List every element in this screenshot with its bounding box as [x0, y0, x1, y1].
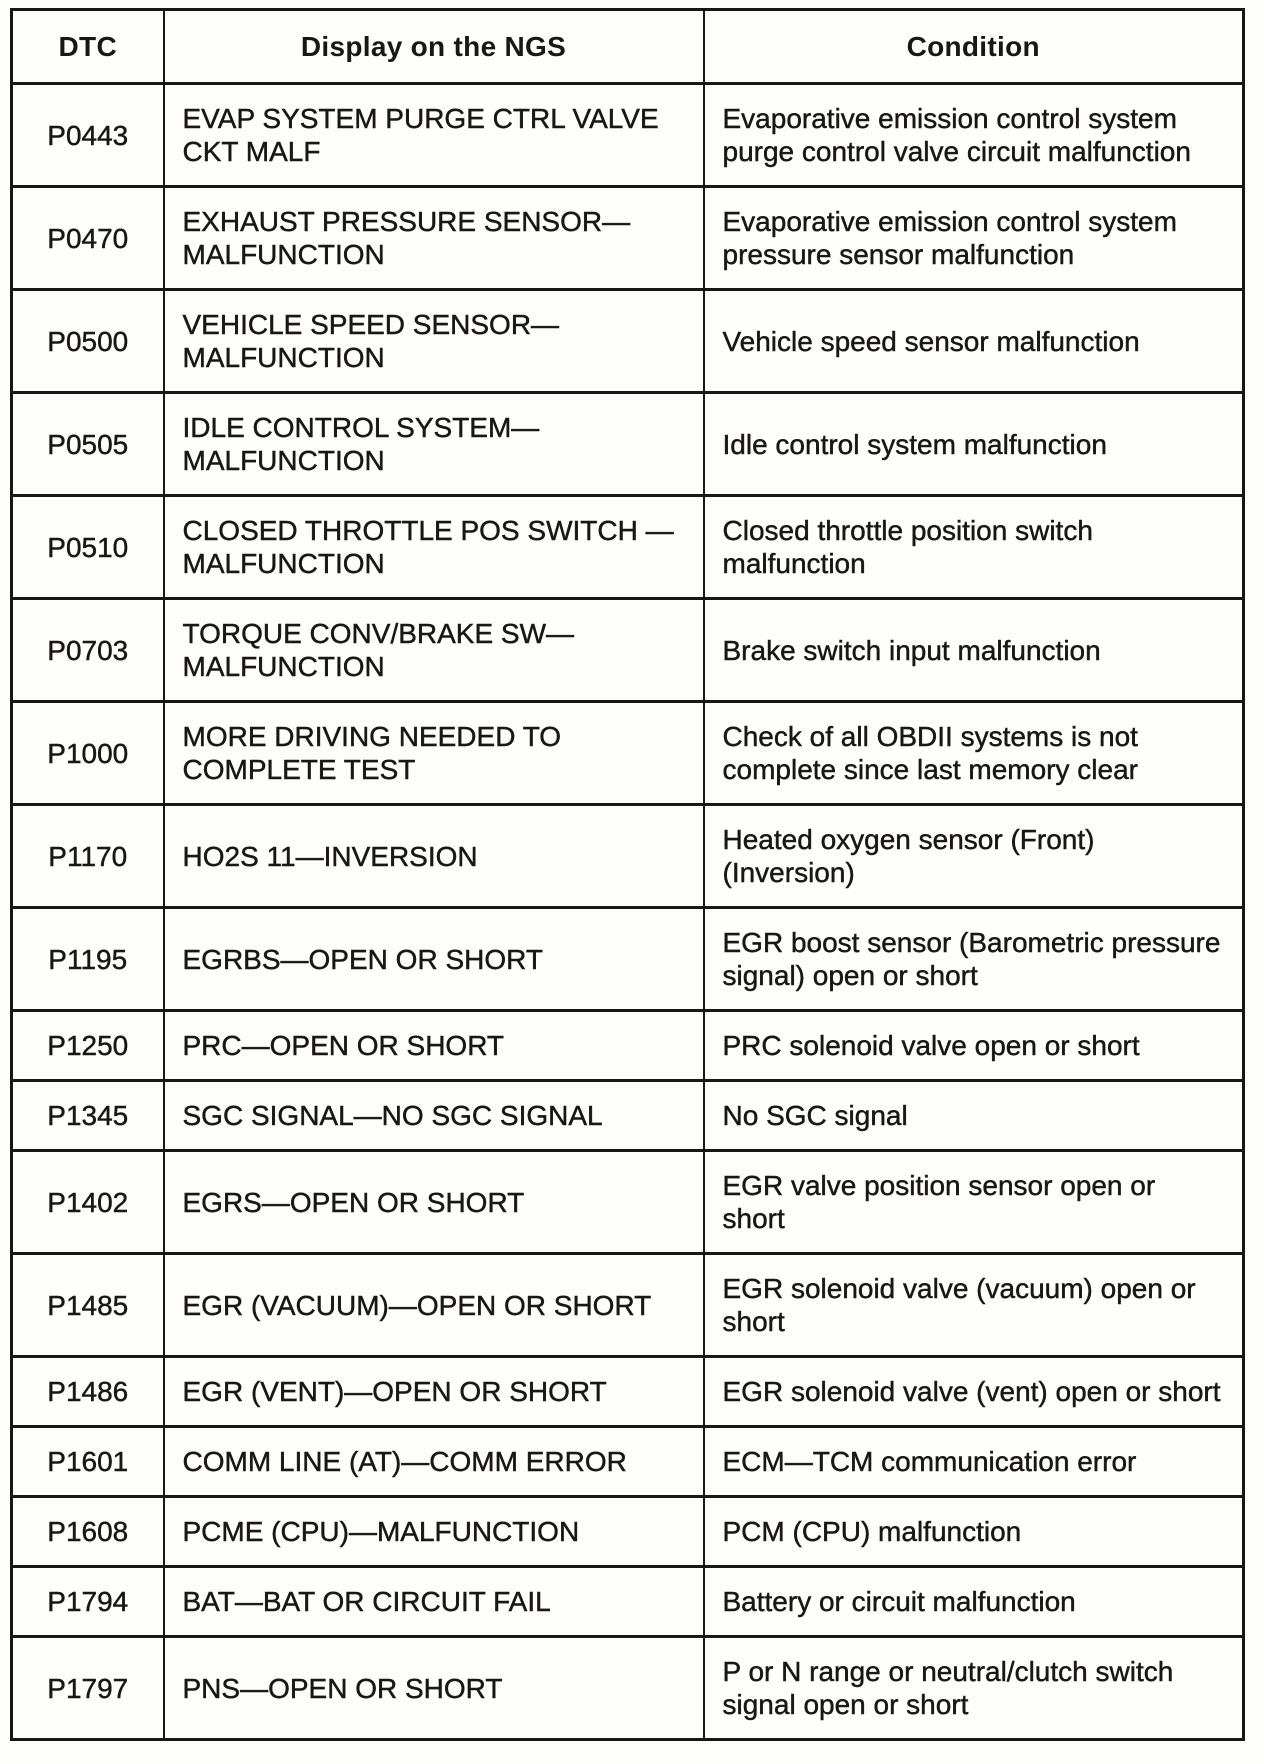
condition-cell: EGR boost sensor (Barometric pressure si… [702, 906, 1245, 1012]
condition-cell: P or N range or neutral/clutch switch si… [702, 1635, 1245, 1741]
dtc-cell: P1601 [10, 1425, 165, 1498]
condition-cell: EGR valve position sensor open or short [702, 1149, 1245, 1255]
table-row: P0703 TORQUE CONV/BRAKE SW—MALFUNCTION B… [10, 597, 1245, 703]
condition-cell: No SGC signal [702, 1079, 1245, 1152]
table-row: P0505 IDLE CONTROL SYSTEM—MALFUNCTION Id… [10, 391, 1245, 497]
dtc-cell: P1195 [10, 906, 165, 1012]
display-cell: EGRS—OPEN OR SHORT [162, 1149, 705, 1255]
dtc-cell: P0443 [10, 82, 165, 188]
condition-cell: PCM (CPU) malfunction [702, 1495, 1245, 1568]
dtc-cell: P0510 [10, 494, 165, 600]
table-row: P0500 VEHICLE SPEED SENSOR—MALFUNCTION V… [10, 288, 1245, 394]
dtc-cell: P1402 [10, 1149, 165, 1255]
display-cell: IDLE CONTROL SYSTEM—MALFUNCTION [162, 391, 705, 497]
condition-cell: PRC solenoid valve open or short [702, 1009, 1245, 1082]
dtc-cell: P0500 [10, 288, 165, 394]
table-row: P1402 EGRS—OPEN OR SHORT EGR valve posit… [10, 1149, 1245, 1255]
table-row: P1608 PCME (CPU)—MALFUNCTION PCM (CPU) m… [10, 1495, 1245, 1568]
column-header-condition: Condition [702, 8, 1245, 85]
table-header-row: DTC Display on the NGS Condition [10, 8, 1245, 85]
display-cell: PCME (CPU)—MALFUNCTION [162, 1495, 705, 1568]
table-row: P1486 EGR (VENT)—OPEN OR SHORT EGR solen… [10, 1355, 1245, 1428]
table-body: P0443 EVAP SYSTEM PURGE CTRL VALVE CKT M… [10, 82, 1245, 1741]
display-cell: HO2S 11—INVERSION [162, 803, 705, 909]
dtc-cell: P0470 [10, 185, 165, 291]
display-cell: COMM LINE (AT)—COMM ERROR [162, 1425, 705, 1498]
table-row: P1601 COMM LINE (AT)—COMM ERROR ECM—TCM … [10, 1425, 1245, 1498]
display-cell: EVAP SYSTEM PURGE CTRL VALVE CKT MALF [162, 82, 705, 188]
display-cell: MORE DRIVING NEEDED TO COMPLETE TEST [162, 700, 705, 806]
display-cell: BAT—BAT OR CIRCUIT FAIL [162, 1565, 705, 1638]
display-cell: EXHAUST PRESSURE SENSOR—MALFUNCTION [162, 185, 705, 291]
table-row: P1794 BAT—BAT OR CIRCUIT FAIL Battery or… [10, 1565, 1245, 1638]
condition-cell: EGR solenoid valve (vent) open or short [702, 1355, 1245, 1428]
dtc-cell: P0505 [10, 391, 165, 497]
condition-cell: Brake switch input malfunction [702, 597, 1245, 703]
table-row: P1250 PRC—OPEN OR SHORT PRC solenoid val… [10, 1009, 1245, 1082]
display-cell: CLOSED THROTTLE POS SWITCH —MALFUNCTION [162, 494, 705, 600]
table-row: P1170 HO2S 11—INVERSION Heated oxygen se… [10, 803, 1245, 909]
condition-cell: ECM—TCM communication error [702, 1425, 1245, 1498]
condition-cell: EGR solenoid valve (vacuum) open or shor… [702, 1252, 1245, 1358]
dtc-cell: P1797 [10, 1635, 165, 1741]
display-cell: PNS—OPEN OR SHORT [162, 1635, 705, 1741]
table-row: P1345 SGC SIGNAL—NO SGC SIGNAL No SGC si… [10, 1079, 1245, 1152]
condition-cell: Heated oxygen sensor (Front) (Inversion) [702, 803, 1245, 909]
dtc-table: DTC Display on the NGS Condition P0443 E… [10, 8, 1245, 1741]
condition-cell: Check of all OBDII systems is not comple… [702, 700, 1245, 806]
condition-cell: Evaporative emission control system purg… [702, 82, 1245, 188]
dtc-cell: P1250 [10, 1009, 165, 1082]
condition-cell: Closed throttle position switch malfunct… [702, 494, 1245, 600]
display-cell: VEHICLE SPEED SENSOR—MALFUNCTION [162, 288, 705, 394]
column-header-dtc: DTC [10, 8, 165, 85]
condition-cell: Battery or circuit malfunction [702, 1565, 1245, 1638]
column-header-display: Display on the NGS [162, 8, 705, 85]
display-cell: PRC—OPEN OR SHORT [162, 1009, 705, 1082]
condition-cell: Vehicle speed sensor malfunction [702, 288, 1245, 394]
display-cell: EGR (VENT)—OPEN OR SHORT [162, 1355, 705, 1428]
table-row: P1195 EGRBS—OPEN OR SHORT EGR boost sens… [10, 906, 1245, 1012]
table-row: P1797 PNS—OPEN OR SHORT P or N range or … [10, 1635, 1245, 1741]
display-cell: SGC SIGNAL—NO SGC SIGNAL [162, 1079, 705, 1152]
table-row: P1000 MORE DRIVING NEEDED TO COMPLETE TE… [10, 700, 1245, 806]
condition-cell: Idle control system malfunction [702, 391, 1245, 497]
dtc-cell: P1485 [10, 1252, 165, 1358]
table-row: P0510 CLOSED THROTTLE POS SWITCH —MALFUN… [10, 494, 1245, 600]
dtc-cell: P1345 [10, 1079, 165, 1152]
condition-cell: Evaporative emission control system pres… [702, 185, 1245, 291]
dtc-cell: P0703 [10, 597, 165, 703]
table-row: P0470 EXHAUST PRESSURE SENSOR—MALFUNCTIO… [10, 185, 1245, 291]
display-cell: EGR (VACUUM)—OPEN OR SHORT [162, 1252, 705, 1358]
display-cell: EGRBS—OPEN OR SHORT [162, 906, 705, 1012]
display-cell: TORQUE CONV/BRAKE SW—MALFUNCTION [162, 597, 705, 703]
dtc-cell: P1170 [10, 803, 165, 909]
table-row: P1485 EGR (VACUUM)—OPEN OR SHORT EGR sol… [10, 1252, 1245, 1358]
dtc-cell: P1486 [10, 1355, 165, 1428]
dtc-cell: P1608 [10, 1495, 165, 1568]
dtc-cell: P1000 [10, 700, 165, 806]
dtc-cell: P1794 [10, 1565, 165, 1638]
table-row: P0443 EVAP SYSTEM PURGE CTRL VALVE CKT M… [10, 82, 1245, 188]
